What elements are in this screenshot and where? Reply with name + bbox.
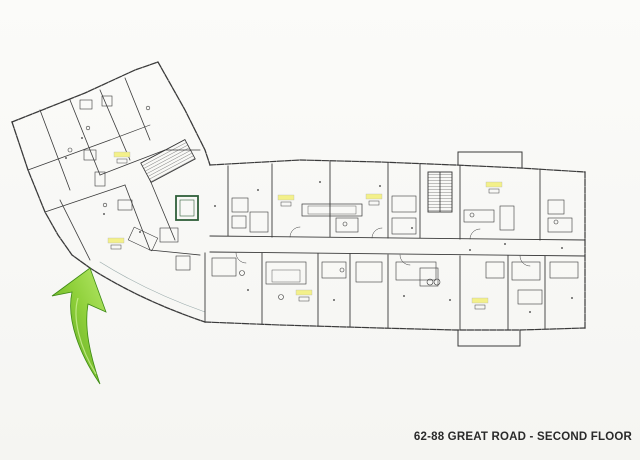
main-wing-north-wall [209, 159, 586, 173]
unit-tag [295, 289, 313, 302]
main-wing-south-wall [204, 321, 586, 331]
curved-facade [89, 267, 206, 323]
unit-tag [365, 193, 383, 206]
central-stair [427, 171, 453, 213]
unit-tag [107, 237, 125, 250]
left-wing-west-wall [11, 121, 91, 269]
unit-tag [113, 151, 131, 164]
left-wing [11, 61, 211, 323]
main-wing [204, 151, 586, 347]
drawing-caption: 62-88 GREAT ROAD - SECOND FLOOR [413, 431, 632, 443]
elbow-stair [140, 139, 199, 221]
unit-tag [485, 181, 503, 194]
unit-tags [107, 151, 503, 310]
left-wing-outer-wall [11, 61, 211, 166]
fixture-markers [65, 137, 573, 313]
unit-tag [471, 297, 489, 310]
unit-tag [277, 194, 295, 207]
curved-arrow-icon [51, 267, 107, 385]
